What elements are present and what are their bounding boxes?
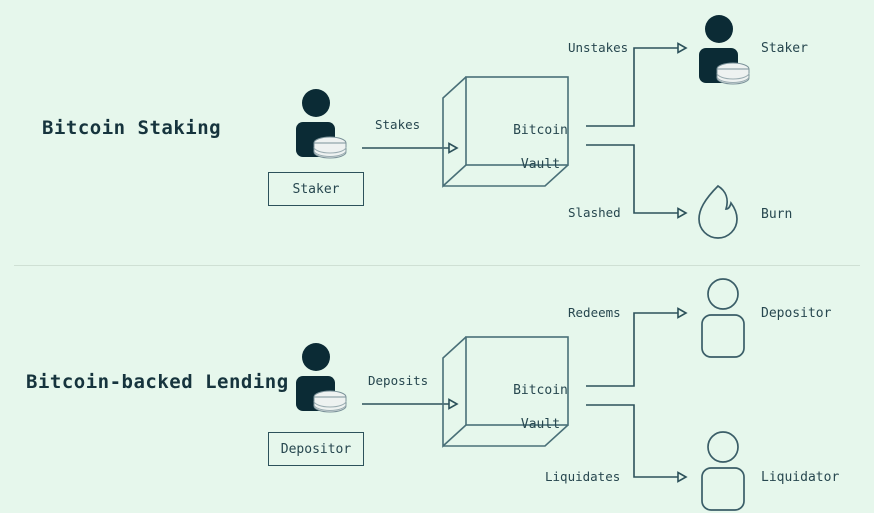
redeems-connector [586,307,688,387]
flame-outline-icon [698,184,738,239]
top-panel-graphics [296,15,750,239]
bitcoin-vault-cube [442,336,569,448]
panel-title: Bitcoin-backed Lending [26,371,289,393]
panel-title: Bitcoin Staking [42,117,222,139]
depositor-actor-icon [296,343,347,413]
coin-stack-icon [716,62,750,85]
deposits-arrow [362,398,459,410]
bottom-panel-graphics [296,278,745,511]
edge-label-redeems: Redeems [568,305,621,320]
node-label-staker: Staker [761,41,808,56]
vault-label-line1: Bitcoin [513,383,568,398]
depositor-outline-icon [701,278,745,358]
node-label-burn: Burn [761,207,793,222]
vault-label-line2: Vault [520,157,561,172]
panel-divider [14,265,860,266]
vault-label: Bitcoin Vault [466,105,568,190]
staker-box-label[interactable]: Staker [268,172,364,206]
panel-bitcoin-staking: Bitcoin Staking [0,0,874,256]
bitcoin-vault-cube [442,76,569,188]
edge-label-slashed: Slashed [568,205,621,220]
vault-label-line2: Vault [520,417,561,432]
panel-bitcoin-backed-lending: Bitcoin-backed Lending [0,257,874,513]
edge-label-unstakes: Unstakes [568,40,629,55]
slashed-connector [586,144,688,219]
edge-label-deposits: Deposits [368,373,429,388]
vault-label: Bitcoin Vault [466,365,568,450]
coin-stack-icon [313,136,347,159]
edge-label-stakes: Stakes [375,117,421,132]
liquidates-connector [586,404,688,483]
coin-stack-icon [313,390,347,413]
depositor-box-label[interactable]: Depositor [268,432,364,466]
node-label-depositor: Depositor [761,306,832,321]
staker-actor-icon [296,89,347,159]
stakes-arrow [362,142,459,154]
vault-label-line1: Bitcoin [513,123,568,138]
liquidator-outline-icon [701,431,745,511]
unstakes-connector [586,42,688,127]
edge-label-liquidates: Liquidates [545,469,621,484]
node-label-liquidator: Liquidator [761,470,840,485]
staker-target-icon [699,15,750,85]
